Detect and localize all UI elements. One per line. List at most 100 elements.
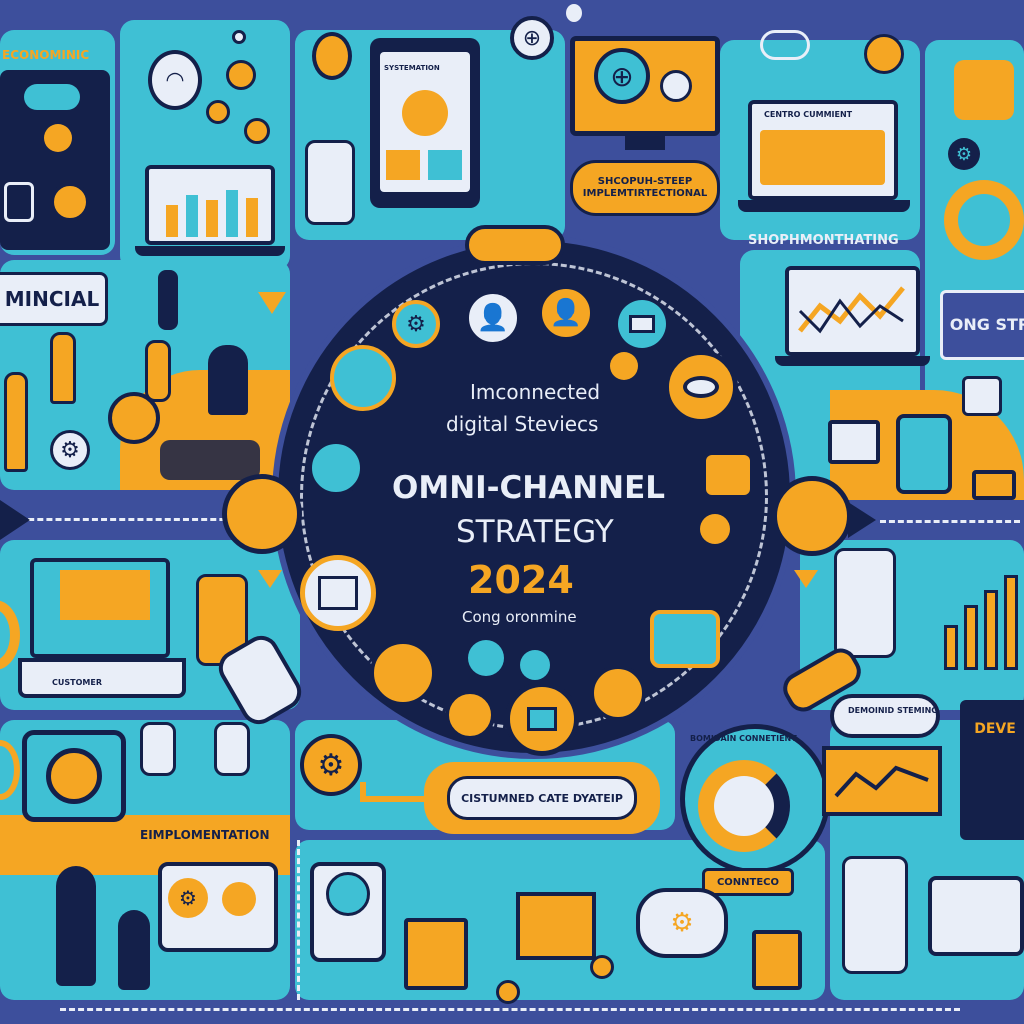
arc-label: BOMIDAIN CONNETIENT <box>690 734 797 743</box>
network-node-icon <box>244 118 270 144</box>
pin-icon <box>700 514 730 544</box>
cart-icon <box>828 420 880 464</box>
network-node-icon <box>226 60 256 90</box>
shopping-bag-icon <box>752 930 802 990</box>
cloud-icon <box>760 30 810 60</box>
drop-icon <box>566 4 582 22</box>
label-economic: ECONOMINIC <box>2 48 90 62</box>
cloud-label: DEMOINID STEMING <box>848 706 938 715</box>
line-chart-icon <box>834 765 929 798</box>
cart-icon <box>972 470 1016 500</box>
globe-icon <box>402 90 448 136</box>
coin-icon <box>864 34 904 74</box>
cloud-icon <box>520 650 550 680</box>
phone-icon <box>842 856 908 974</box>
bar <box>186 195 198 237</box>
center-year: 2024 <box>468 558 574 602</box>
cloud-icon <box>24 84 80 110</box>
person-icon: 👤 <box>465 290 521 346</box>
banner-minical: MINCIAL <box>0 272 108 326</box>
card-icon <box>706 455 750 495</box>
coin-icon <box>50 182 90 222</box>
card-icon <box>618 300 666 348</box>
tablet-title: SYSTEMATION <box>384 64 440 72</box>
divider <box>880 520 1020 523</box>
person-icon <box>145 340 171 402</box>
storefront-icon <box>896 414 952 494</box>
gear-icon: ⚙ <box>50 430 90 470</box>
shopping-bag-icon <box>404 918 468 990</box>
banner-deve: DEVE <box>960 700 1024 840</box>
gear-icon: ⚙ <box>168 878 208 918</box>
sun-icon <box>222 882 256 916</box>
person-icon <box>118 910 150 990</box>
divider <box>10 518 280 521</box>
checklist-card <box>928 876 1024 956</box>
person-icon <box>56 866 96 986</box>
cart-icon <box>954 60 1014 120</box>
bar <box>984 590 998 670</box>
laptop-line-chart <box>785 266 920 356</box>
phone-store <box>834 548 896 658</box>
person-icon <box>445 690 495 740</box>
bar <box>964 605 978 670</box>
network-node-icon <box>206 100 230 124</box>
globe-icon: ⊕ <box>594 48 650 104</box>
tablet-tile <box>386 150 420 180</box>
map-block <box>60 570 150 620</box>
bar <box>246 198 258 237</box>
bar <box>226 190 238 237</box>
arrow-left-icon <box>848 502 876 538</box>
spark-icon <box>610 352 638 380</box>
gear-icon: ⚙ <box>948 138 980 170</box>
arrow-down-icon <box>794 570 818 588</box>
implementation-sign: SHCOPUH-STEEP IMPLEMTIRTECTIONAL <box>570 160 720 216</box>
person-icon: 👤 <box>538 285 594 341</box>
person-icon <box>50 332 76 404</box>
bar <box>1004 575 1018 670</box>
cloud-gear-icon: ⚙ <box>636 888 728 958</box>
phone-icon <box>305 140 355 225</box>
donut-chart <box>698 760 790 852</box>
cloud-icon <box>830 694 940 738</box>
coin-icon <box>496 980 520 1004</box>
envelope-icon <box>516 892 596 960</box>
globe-icon: ⊕ <box>510 16 554 60</box>
box-icon <box>370 640 436 706</box>
chat-icon <box>505 682 579 756</box>
person-icon <box>4 372 28 472</box>
target-icon <box>660 70 692 102</box>
arrow-down-icon <box>258 570 282 588</box>
eye-icon <box>44 124 72 152</box>
coin-icon <box>22 730 126 822</box>
banner-shophmonthating: SHOPHMONTHATING <box>748 233 899 248</box>
eye-icon <box>664 350 738 424</box>
arrow-right-icon <box>0 500 30 540</box>
arc-icon <box>944 180 1024 260</box>
chat-icon <box>590 665 646 721</box>
phone-icon <box>140 722 176 776</box>
laptop-chart-area <box>760 130 885 185</box>
shop-icon <box>330 345 396 411</box>
laptop-title: CENTRO CUMMIENT <box>764 110 853 119</box>
laptop-base <box>738 200 910 212</box>
dashboard-icon <box>962 376 1002 416</box>
connector-right <box>772 476 852 556</box>
phone-shopping <box>196 574 248 666</box>
laptop-base <box>775 356 930 366</box>
divider <box>297 840 300 1000</box>
arrow-icon <box>4 182 34 222</box>
tag-conntect: CONNTECO <box>702 868 794 896</box>
monitor-stand <box>625 136 665 150</box>
bar <box>206 200 218 237</box>
customer-care-box: CISTUMNED CATE DYATEIP <box>424 762 660 834</box>
lightbulb-icon: ◠ <box>148 50 202 110</box>
location-icon <box>468 640 504 676</box>
phone-icon <box>300 555 376 631</box>
center-line2: digital Steviecs <box>446 412 599 436</box>
gear-icon: ⚙ <box>392 300 440 348</box>
laptop-caption: CUSTOMER <box>52 678 102 687</box>
banner-ongstr: ONG STR <box>940 290 1024 360</box>
person-icon <box>158 270 178 330</box>
triangle-icon <box>258 292 286 314</box>
